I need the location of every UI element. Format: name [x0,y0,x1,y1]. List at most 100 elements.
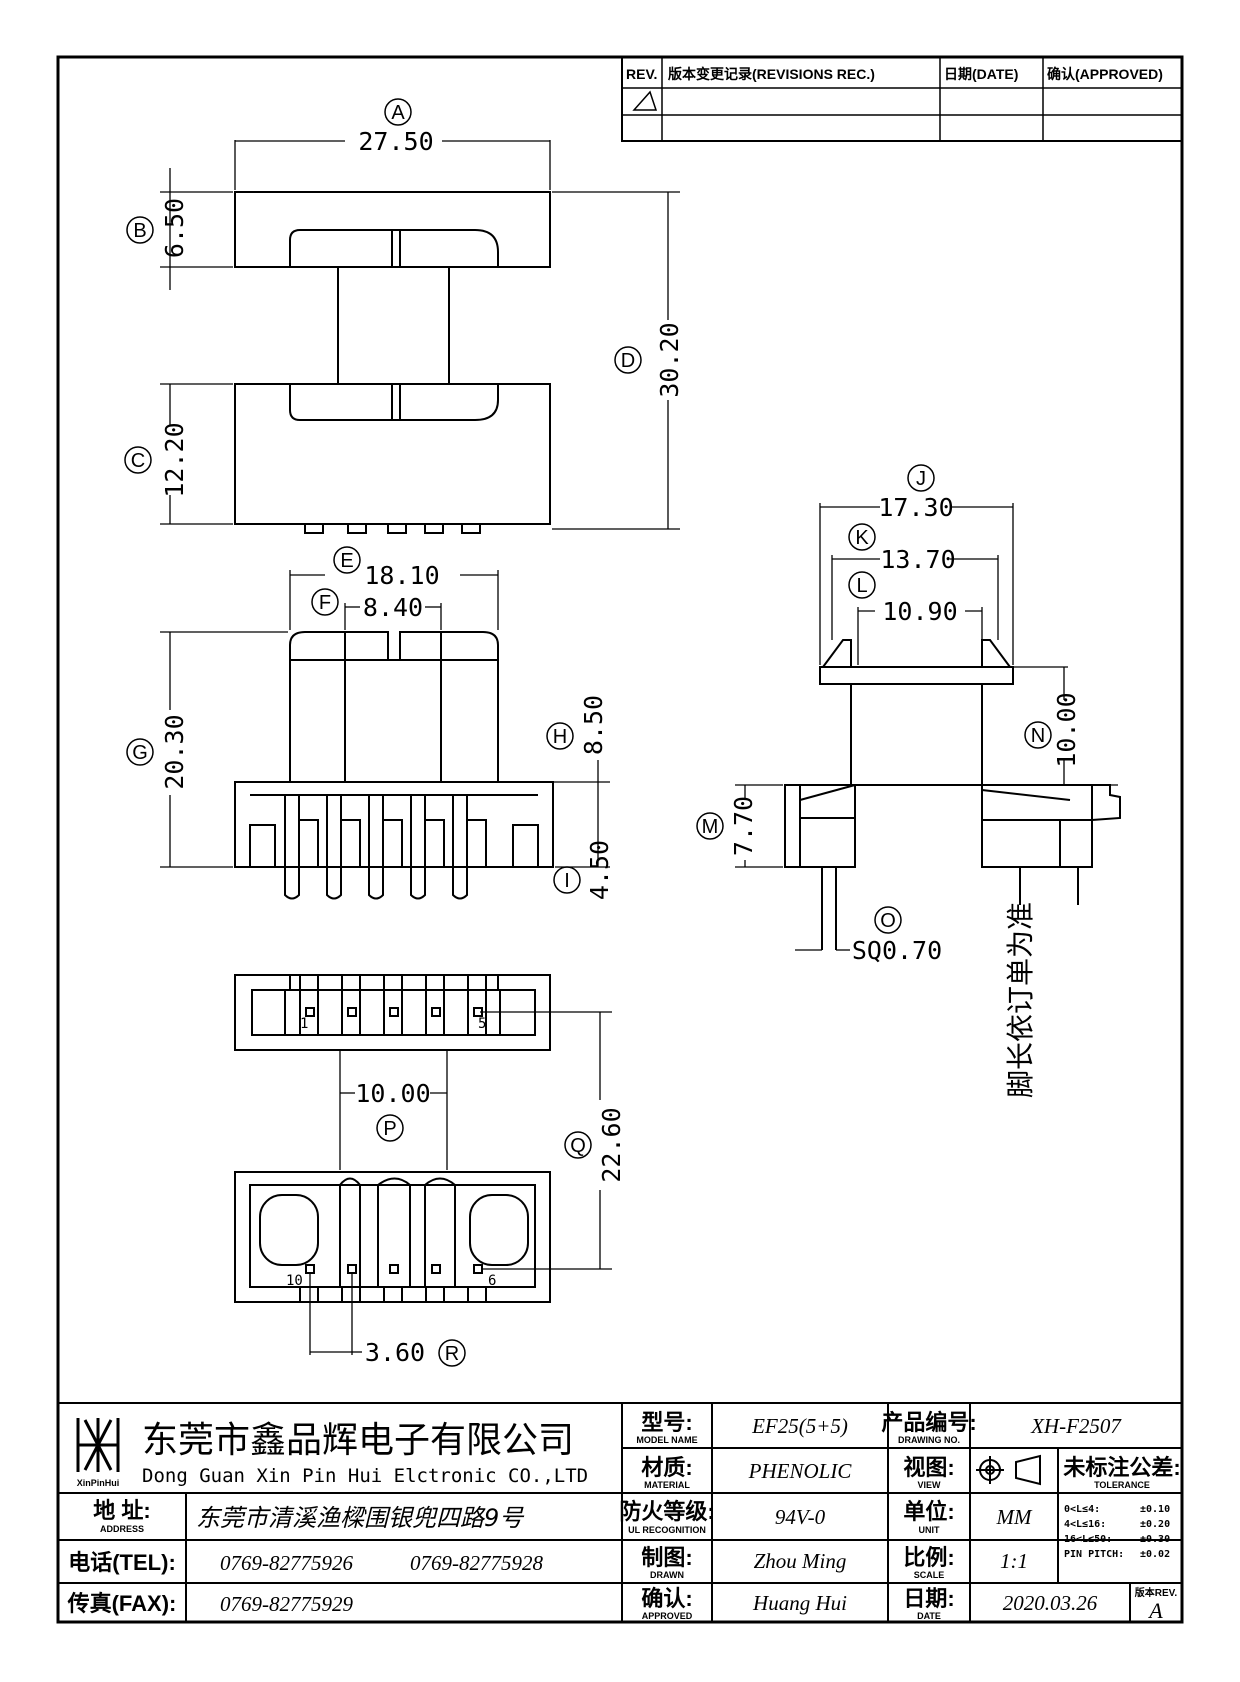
callout-j-letter: J [916,468,926,490]
dim-r-value: 3.60 [365,1338,425,1367]
callout-m-circle [696,812,724,840]
address-label: 地 址: [93,1498,150,1523]
tolerance-range: 0<L≤4: [1064,1504,1100,1515]
callout-a-circle [384,98,412,126]
sheet-border [56,55,1184,1624]
callout-o-letter: O [880,910,896,932]
rev-value: A [1147,1598,1163,1623]
tel-value-1: 0769-82775926 [220,1551,353,1575]
unit-value: MM [996,1505,1033,1529]
callout-q-circle [564,1131,592,1159]
callout-f-circle [311,588,339,616]
pin-length-note: 脚长依订单为准 [1004,902,1037,1098]
model-sub: MODEL NAME [636,1435,697,1445]
tolerance-range: 16<L≤50: [1064,1534,1112,1545]
fax-label: 传真(FAX): [67,1591,177,1616]
front-view-bobbin [234,191,551,534]
callout-r-circle [438,1339,466,1367]
tel-label: 电话(TEL): [68,1550,176,1575]
approved-value: Huang Hui [752,1591,847,1615]
callout-e-circle [333,546,361,574]
material-label: 材质: [641,1455,692,1480]
rev-label: 版本REV. [1135,1586,1178,1599]
model-value: EF25(5+5) [751,1414,848,1438]
callout-b-letter: B [133,220,146,242]
callout-a-letter: A [391,102,405,124]
dim-q-value: 22.60 [597,1107,626,1182]
logo-text: XinPinHui [77,1478,120,1488]
rev-header-approved: 确认(APPROVED) [1047,66,1163,82]
callout-q-letter: Q [570,1135,586,1157]
address-sub: ADDRESS [100,1524,144,1534]
rev-header-date: 日期(DATE) [944,66,1018,82]
pin-label-5: 5 [478,1016,486,1032]
callout-e-letter: E [340,550,353,572]
scale-label: 比例: [903,1545,954,1570]
pin-label-6: 6 [488,1273,496,1289]
dim-k-value: 13.70 [880,545,955,574]
callout-m-letter: M [702,816,719,838]
fire-rating-label: 防火等级: [619,1499,714,1524]
dim-n-value: 10.00 [1052,692,1081,767]
title-block [57,1402,1183,1623]
callout-o-circle [874,906,902,934]
company-name-cn: 东莞市鑫品辉电子有限公司 [142,1420,574,1461]
drawing-no-sub: DRAWING NO. [898,1435,960,1445]
scale-sub: SCALE [914,1570,945,1580]
view-sub: VIEW [917,1480,941,1490]
dim-i-value: 4.50 [585,840,614,900]
drawn-value: Zhou Ming [754,1549,847,1573]
approved-sub: APPROVED [642,1611,693,1621]
callout-g-circle [126,738,154,766]
model-label: 型号: [641,1410,692,1435]
callout-k-letter: K [855,527,869,549]
side-view-with-pins [234,631,554,900]
callout-c-letter: C [131,450,145,472]
company-logo [76,1418,120,1472]
callout-f-letter: F [319,592,331,614]
callout-h-letter: H [553,726,567,748]
callout-n-letter: N [1031,725,1045,747]
callout-b-circle [126,216,154,244]
rev-header-rev: REV. [626,66,657,82]
dim-e-value: 18.10 [364,561,439,590]
dim-h-value: 8.50 [579,695,608,755]
pin-label-1: 1 [300,1016,308,1032]
date-value: 2020.03.26 [1003,1591,1098,1615]
end-view-dimensions [735,503,1118,951]
view-label: 视图: [903,1455,954,1480]
tolerance-range: 4<L≤16: [1064,1519,1106,1530]
revision-table: REV. 版本变更记录(REVISIONS REC.) 日期(DATE) 确认(… [621,56,1183,142]
unit-label: 单位: [903,1499,954,1524]
dim-p-value: 10.00 [355,1079,430,1108]
front-view-dimensions [160,140,680,530]
callout-l-letter: L [856,575,867,597]
tolerance-label: 未标注公差: [1063,1455,1180,1480]
end-view [784,639,1121,950]
revision-triangle-icon [632,90,658,111]
tolerance-value: ±0.02 [1140,1549,1170,1560]
callout-i-letter: I [564,870,570,892]
tolerance-table: 0<L≤4: ±0.10 4<L≤16: ±0.20 16<L≤50: ±0.3… [1064,1504,1170,1560]
pin-label-10: 10 [286,1273,303,1289]
dim-m-value: 7.70 [729,796,758,856]
unit-sub: UNIT [919,1525,940,1535]
callout-d-letter: D [621,350,635,372]
tolerance-value: ±0.30 [1140,1534,1170,1545]
dim-o-value: SQ0.70 [852,936,942,965]
address-value: 东莞市清溪渔樑围银兜四路9号 [196,1504,525,1532]
dim-d-value: 30.20 [655,322,684,397]
fire-rating-sub: UL RECOGNITION [628,1525,706,1535]
callout-k-circle [848,523,876,551]
callout-g-letter: G [132,742,148,764]
tel-value-2: 0769-82775928 [410,1551,543,1575]
callout-r-letter: R [445,1343,459,1365]
fax-value: 0769-82775929 [220,1592,353,1616]
callout-c-circle [124,446,152,474]
callout-j-circle [907,464,935,492]
tolerance-value: ±0.10 [1140,1504,1170,1515]
callout-l-circle [848,571,876,599]
drawn-sub: DRAWN [650,1570,684,1580]
approved-label: 确认: [641,1586,692,1611]
